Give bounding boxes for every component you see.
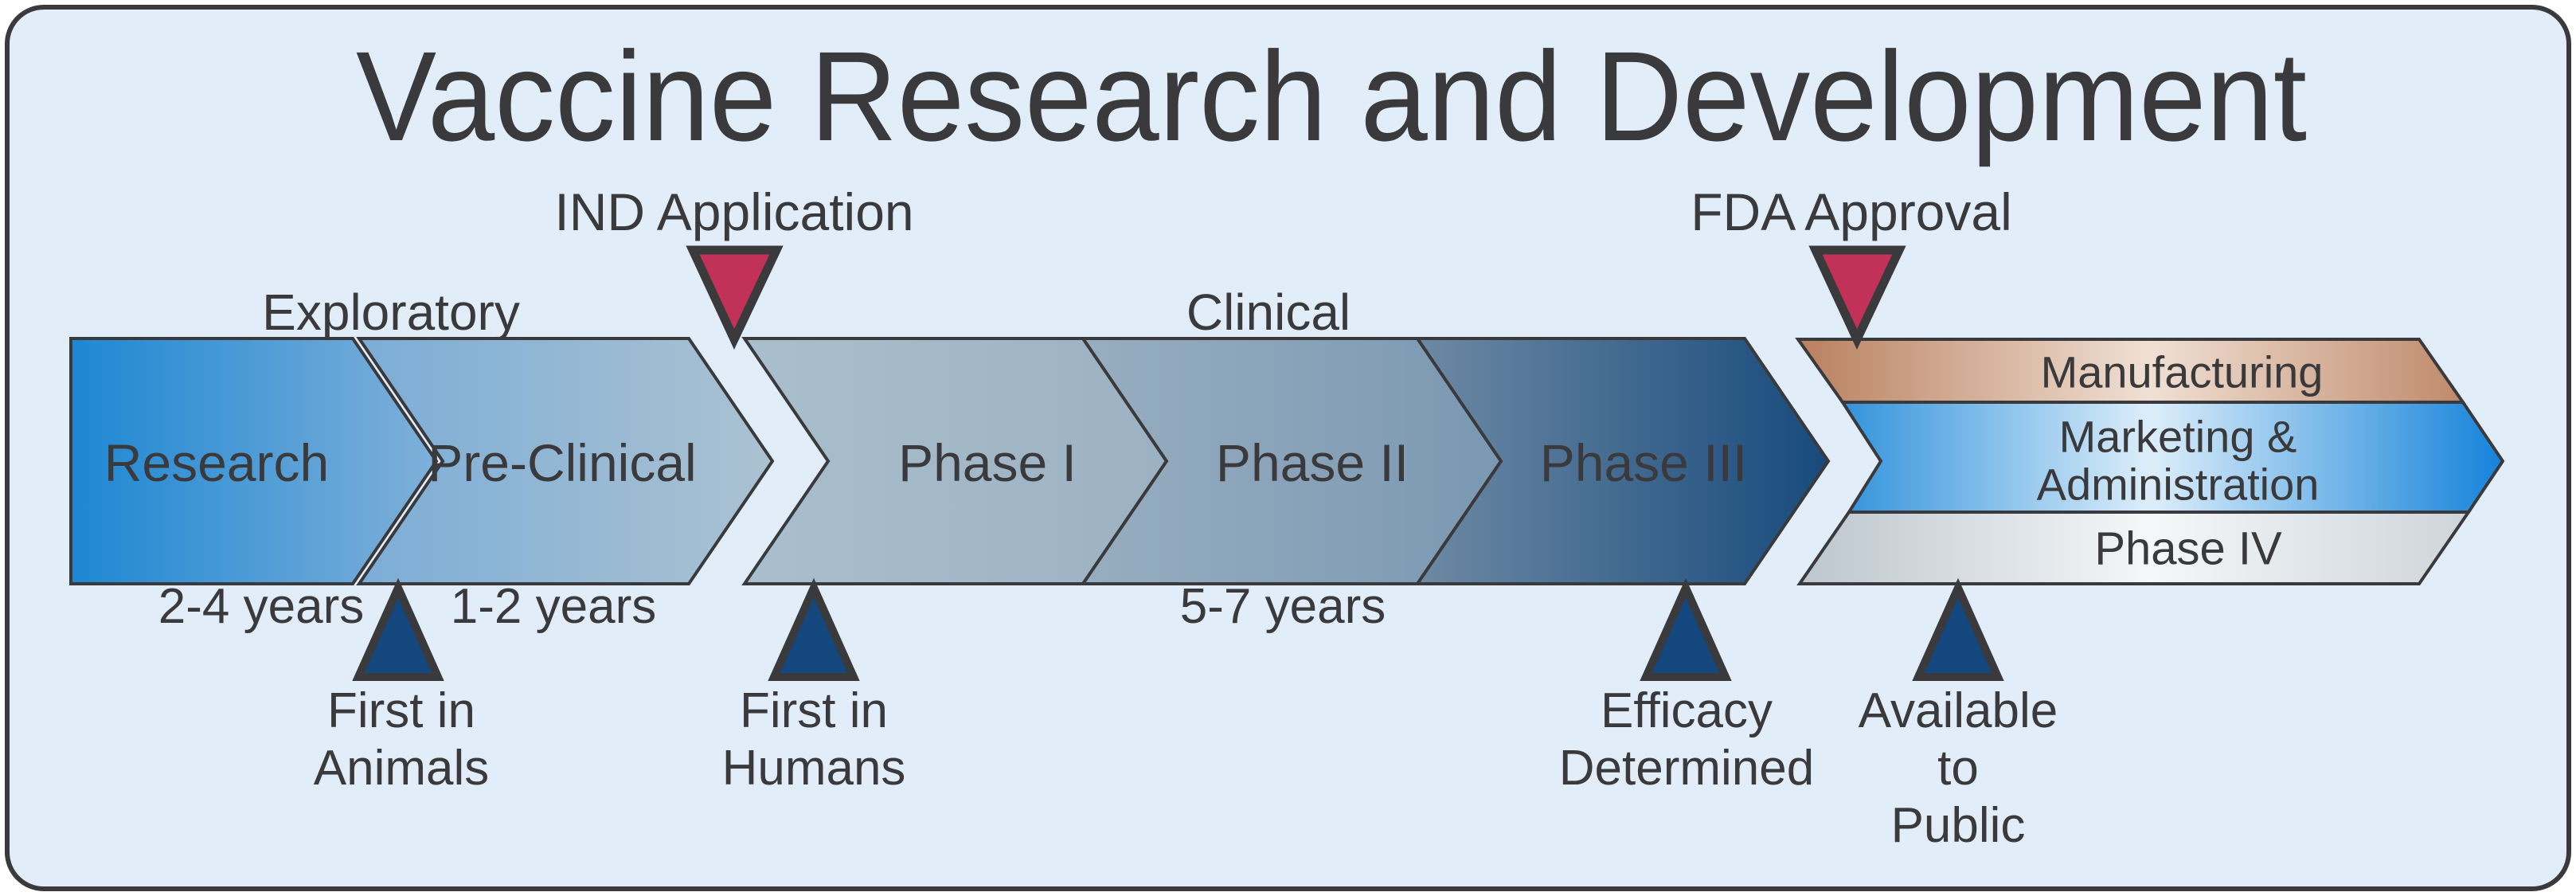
page-title: Vaccine Research and Development	[356, 25, 2307, 167]
fda-approval-marker-icon	[1808, 245, 1906, 350]
band-phase4-label: Phase IV	[2094, 523, 2282, 575]
arrow-phase2-label: Phase II	[1216, 433, 1409, 492]
arrow-preclinical-label: Pre-Clinical	[428, 433, 696, 492]
arrow-phase3	[1414, 337, 1831, 585]
first-in-animals-line1: First in	[327, 683, 475, 738]
duration-research: 2-4 years	[158, 579, 364, 634]
band-manufacturing-label: Manufacturing	[2041, 347, 2324, 397]
available-line1: Available	[1859, 683, 2058, 738]
milestone-label-fda-approval: FDA Approval	[1691, 182, 2012, 241]
group-label-clinical: Clinical	[1186, 284, 1351, 341]
available-line3: Public	[1891, 798, 2026, 853]
group-label-exploratory: Exploratory	[262, 284, 520, 341]
available-to-public-marker-icon	[1912, 577, 2004, 681]
first-in-humans-line2: Humans	[722, 741, 906, 796]
milestone-label-first-in-animals: First in Animals	[314, 683, 490, 796]
ind-application-marker-icon	[686, 245, 784, 350]
arrow-phase1-label: Phase I	[898, 433, 1077, 492]
first-in-animals-line2: Animals	[314, 741, 490, 796]
arrow-preclinical	[356, 337, 775, 585]
duration-clinical: 5-7 years	[1180, 579, 1386, 634]
first-in-humans-marker-icon	[768, 577, 860, 681]
milestone-label-efficacy-determined: Efficacy Determined	[1559, 683, 1814, 796]
efficacy-line2: Determined	[1559, 741, 1814, 796]
band-marketing-label-line1: Marketing &	[2059, 412, 2297, 462]
milestone-label-first-in-humans: First in Humans	[722, 683, 906, 796]
duration-preclinical: 1-2 years	[451, 579, 656, 634]
available-line2: to	[1937, 741, 1979, 796]
band-marketing-label-line2: Administration	[2037, 460, 2320, 510]
efficacy-determined-marker-icon	[1640, 577, 1732, 681]
first-in-animals-marker-icon	[352, 577, 444, 681]
arrow-phase3-label: Phase III	[1540, 433, 1748, 492]
efficacy-line1: Efficacy	[1601, 683, 1773, 738]
milestone-label-ind-application: IND Application	[554, 182, 913, 241]
arrow-research-label: Research	[104, 433, 329, 492]
first-in-humans-line1: First in	[740, 683, 888, 738]
milestone-label-available-to-public: Available to Public	[1859, 683, 2058, 853]
arrow-research	[69, 337, 439, 585]
band-phase4	[1796, 511, 2472, 585]
